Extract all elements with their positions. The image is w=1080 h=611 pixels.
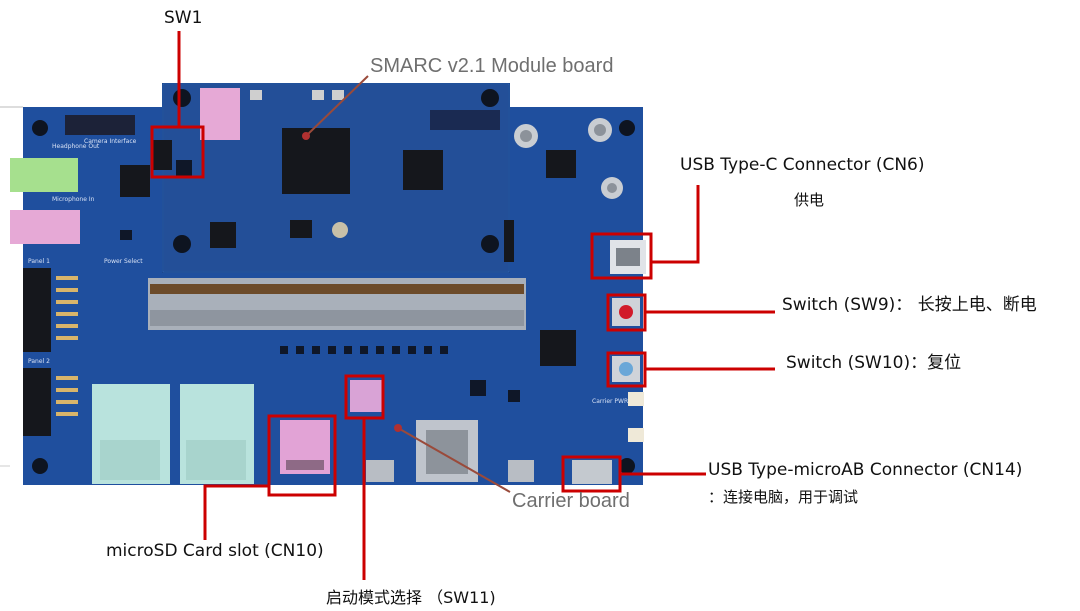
microsd-label: microSD Card slot (CN10) <box>106 541 324 561</box>
dip-switch <box>350 380 382 412</box>
sw9-button <box>619 305 633 319</box>
sw11-label: 启动模式选择 （SW11) <box>326 588 496 607</box>
carrier-board-label: Carrier board <box>512 490 630 512</box>
sw1-label: SW1 <box>164 8 203 28</box>
mounting-holes <box>32 89 635 474</box>
usb-c-leader <box>651 185 700 264</box>
module-board-pointer-dot <box>302 132 310 140</box>
sw10-button <box>619 362 633 376</box>
microsd-leader <box>203 484 269 540</box>
usb-c-desc: 供电 <box>794 191 825 209</box>
usb-c-highlight <box>590 232 653 280</box>
usb-microab-port <box>572 460 612 484</box>
microsd-highlight <box>267 414 337 497</box>
sw9-label: Switch (SW9)： 长按上电、断电 <box>782 295 1037 315</box>
usb-microab-label: USB Type-microAB Connector (CN14) <box>708 460 1023 480</box>
soc-chip <box>282 128 350 194</box>
silk-panel-1: Panel 1 <box>28 258 50 265</box>
sw10-label: Switch (SW10)：复位 <box>786 353 962 373</box>
silk-microphone: Microphone In <box>52 196 95 203</box>
silk-camera: Camera Interface <box>84 138 137 145</box>
memory-chip <box>403 150 443 190</box>
module-board-label: SMARC v2.1 Module board <box>370 55 614 77</box>
audio-jack-green <box>10 158 78 192</box>
usb-microab-desc: ：连接电脑，用于调试 <box>708 488 859 506</box>
carrier-board-pointer-dot <box>394 424 402 432</box>
silk-headphone: Headphone Out <box>52 143 100 150</box>
silk-power-select: Power Select <box>104 258 143 265</box>
silk-panel-2: Panel 2 <box>28 358 50 365</box>
silk-carrier-pwr: Carrier PWR <box>592 398 629 405</box>
usb-c-label: USB Type-C Connector (CN6) <box>680 155 925 175</box>
audio-jack-pink <box>10 210 80 244</box>
